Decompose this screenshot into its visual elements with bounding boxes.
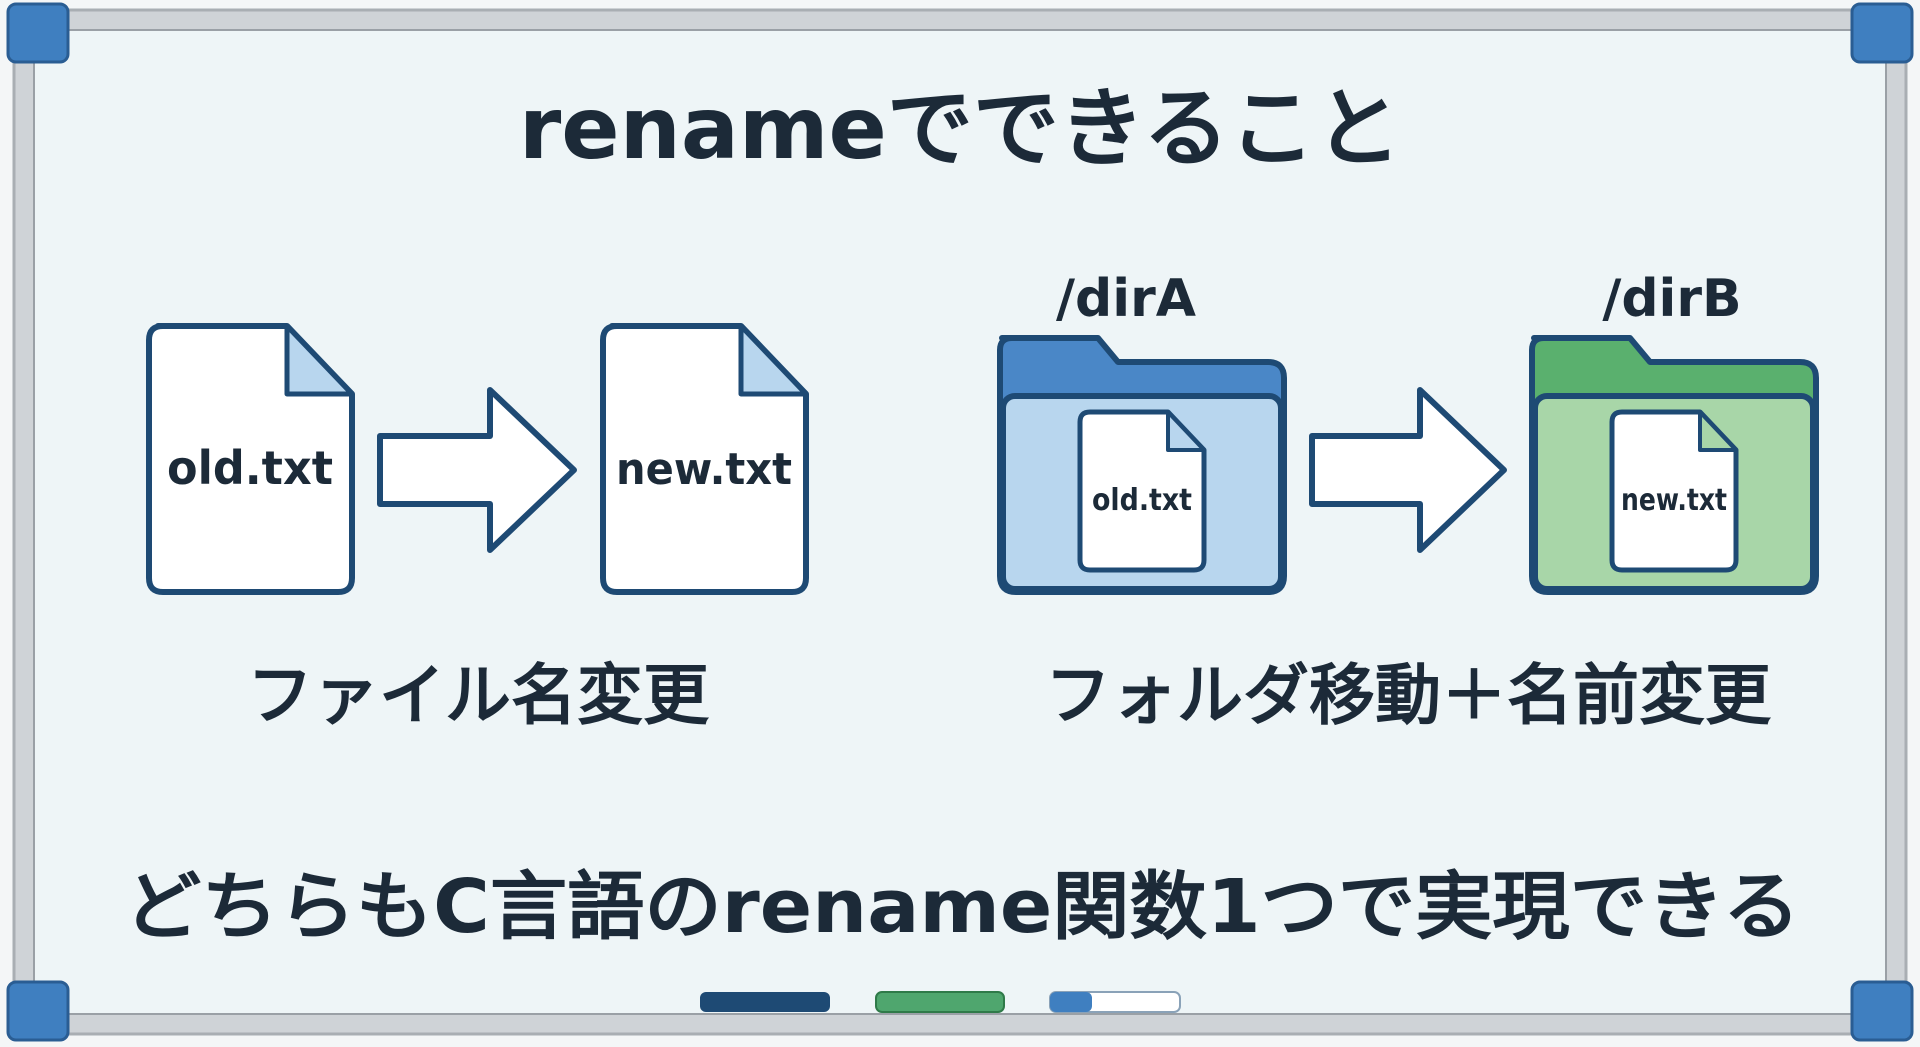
right-caption: フォルダ移動＋名前変更 bbox=[1045, 657, 1772, 734]
target-folder: new.txt bbox=[1529, 335, 1819, 595]
corner-bottom-right bbox=[1850, 980, 1914, 1042]
source-folder: old.txt bbox=[997, 335, 1287, 595]
left-caption: ファイル名変更 bbox=[247, 657, 710, 734]
corner-top-left bbox=[6, 2, 70, 64]
corner-bottom-left bbox=[6, 980, 70, 1042]
left-source-file: old.txt bbox=[146, 323, 355, 595]
folder-target-filename: new.txt bbox=[1621, 483, 1727, 518]
source-filename: old.txt bbox=[167, 441, 333, 495]
source-folder-label: /dirA bbox=[1056, 269, 1196, 329]
marker-tray bbox=[700, 991, 1181, 1013]
folder-source-filename: old.txt bbox=[1092, 483, 1192, 518]
target-folder-label: /dirB bbox=[1602, 269, 1741, 329]
conclusion-text: どちらもC言語のrename関数1つで実現できる bbox=[124, 864, 1800, 950]
marker-navy bbox=[700, 992, 830, 1012]
marker-green bbox=[875, 991, 1005, 1013]
corner-top-right bbox=[1850, 2, 1914, 64]
left-target-file: new.txt bbox=[600, 323, 809, 595]
target-filename: new.txt bbox=[616, 444, 792, 495]
page-title: renameでできること bbox=[519, 79, 1401, 179]
arrow-right-icon bbox=[377, 387, 577, 553]
arrow-right-icon bbox=[1309, 387, 1507, 553]
